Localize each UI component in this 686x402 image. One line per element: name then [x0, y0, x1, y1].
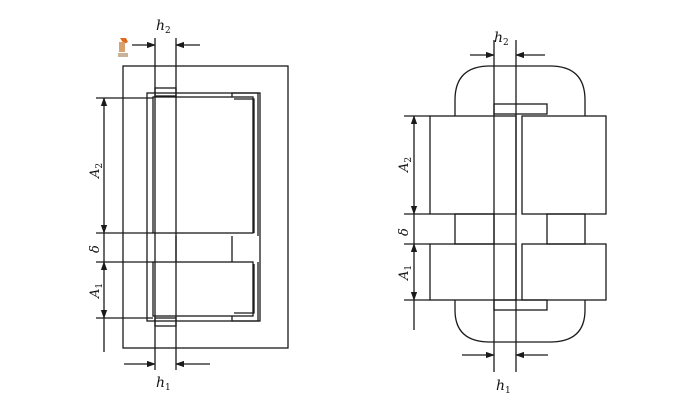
bottom-rounded-yoke	[454, 300, 586, 343]
center-limb-bottom-tab	[154, 317, 177, 327]
left-h1-label: h1	[156, 375, 171, 393]
logo-mark	[118, 38, 128, 57]
right-winding-a1-right	[521, 243, 607, 301]
right-a2-label: A2	[397, 157, 414, 173]
left-figure	[96, 38, 289, 370]
right-gap-right	[546, 213, 586, 245]
left-a1-label: A1	[88, 283, 105, 299]
right-center-bottom-tab	[493, 299, 548, 311]
right-winding-a2-right	[521, 115, 607, 215]
left-a2-label: A2	[88, 163, 105, 179]
left-delta-label: δ	[88, 245, 103, 253]
left-h2-label: h2	[156, 18, 171, 36]
right-center-top-tab	[493, 103, 548, 115]
center-limb-top-tab	[154, 87, 177, 97]
right-h2-label: h2	[494, 30, 509, 48]
right-h1-label: h1	[496, 378, 511, 396]
right-gap-left	[454, 213, 495, 245]
right-delta-label: δ	[397, 228, 412, 236]
inner-window	[146, 92, 261, 322]
top-rounded-yoke	[454, 65, 586, 116]
outer-core-frame	[122, 65, 289, 349]
winding-a2	[152, 96, 254, 234]
right-winding-a1-left	[429, 243, 517, 301]
right-a1-label: A1	[397, 265, 414, 281]
winding-a1	[152, 261, 254, 317]
right-figure	[404, 40, 607, 372]
right-winding-a2-left	[429, 115, 517, 215]
